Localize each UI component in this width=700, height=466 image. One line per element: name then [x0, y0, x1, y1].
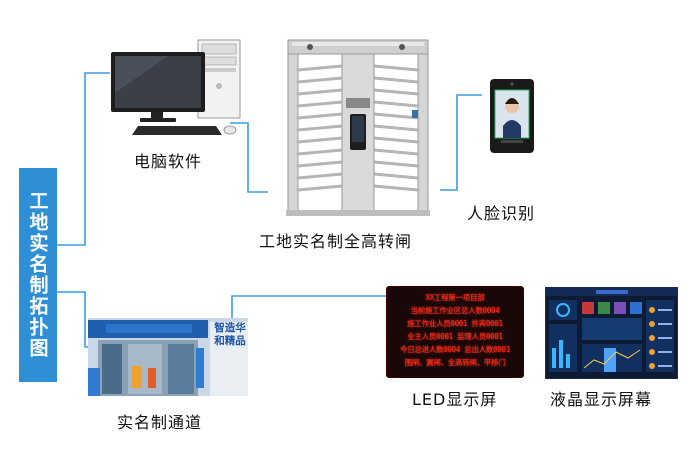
computer-icon — [111, 39, 241, 135]
face-recognition-terminal-icon — [490, 79, 534, 153]
passage-sign-text: 智造华和精品 — [214, 322, 246, 347]
led-line: 今日总进人数0004 总出人数0001 — [400, 345, 510, 354]
led-line: 围闸、翼闸、全高转闸、平移门 — [404, 358, 506, 367]
led-label: LED显示屏 — [412, 390, 498, 409]
turnstile-label: 工地实名制全高转闸 — [259, 232, 413, 251]
led-line: 施工作业人员0001 外宾0001 — [407, 319, 503, 328]
led-line: XX工程第一项目部 — [425, 293, 485, 302]
led-line: 当前施工作业区总人数0004 — [410, 306, 500, 315]
line-title-computer — [57, 72, 110, 246]
lcd-label: 液晶显示屏幕 — [550, 390, 653, 409]
line-computer-turnstile — [230, 122, 268, 193]
led-display-screen: XX工程第一项目部 当前施工作业区总人数0004 施工作业人员0001 外宾00… — [387, 287, 523, 377]
topology-title: 工地实名制拓扑图 — [26, 191, 49, 359]
computer-label: 电脑软件 — [134, 152, 203, 171]
led-line: 业主人员0001 监理人员0001 — [407, 332, 503, 341]
dashboard-graphic — [546, 288, 677, 372]
topology-title-box: 工地实名制拓扑图 — [19, 168, 57, 382]
real-name-passage-image: 智造华和精品 — [88, 318, 248, 396]
line-passage-led — [231, 295, 388, 318]
passage-label: 实名制通道 — [117, 413, 203, 432]
line-turnstile-face — [440, 94, 482, 191]
lcd-dashboard-screen — [545, 287, 678, 379]
face-recognition-label: 人脸识别 — [467, 204, 536, 223]
full-height-turnstile-icon — [286, 39, 430, 216]
